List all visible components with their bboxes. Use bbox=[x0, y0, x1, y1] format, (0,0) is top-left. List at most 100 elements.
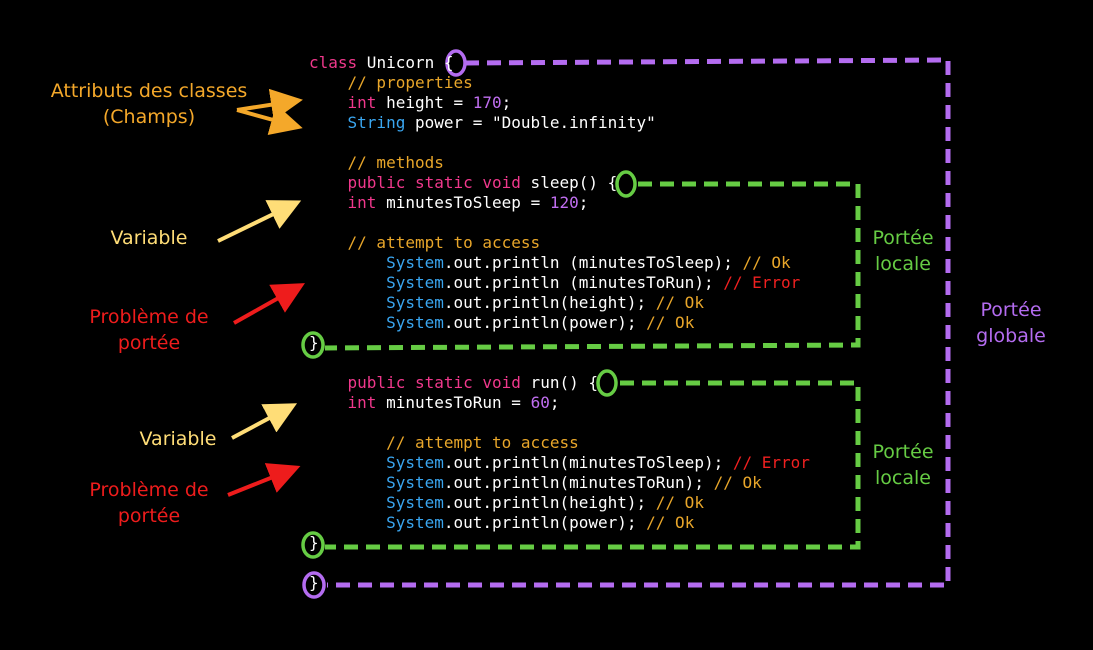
code-line: int minutesToRun = 60; bbox=[309, 393, 559, 412]
code-token: System bbox=[309, 453, 444, 472]
code-line: int minutesToSleep = 120; bbox=[309, 193, 588, 212]
code-token: } bbox=[309, 573, 319, 592]
code-line: System.out.println(power); // Ok bbox=[309, 313, 695, 332]
code-token: { bbox=[588, 373, 598, 392]
code-line: public static void run() { bbox=[309, 373, 598, 392]
code-token: 60 bbox=[531, 393, 550, 412]
portee-globale-line2: globale bbox=[976, 325, 1046, 347]
code-block: class Unicorn { // properties int height… bbox=[309, 53, 810, 592]
code-line: System.out.println(minutesToRun); // Ok bbox=[309, 473, 762, 492]
variable-1-label: Variable bbox=[111, 227, 188, 249]
attributs-label-line1: Attributs des classes bbox=[51, 80, 248, 102]
code-token: System bbox=[309, 473, 444, 492]
code-token: { bbox=[444, 53, 454, 72]
code-token: .out.println (minutesToSleep); bbox=[444, 253, 743, 272]
code-token: run() bbox=[521, 373, 588, 392]
code-token: String bbox=[309, 113, 405, 132]
code-token: System bbox=[309, 293, 444, 312]
code-token: int bbox=[309, 393, 376, 412]
code-token: minutesToSleep = bbox=[376, 193, 549, 212]
probleme-2-label-line2: portée bbox=[118, 505, 180, 527]
attributs-label-line2: (Champs) bbox=[103, 106, 195, 128]
code-line: // properties bbox=[309, 73, 473, 92]
code-token: .out.println(height); bbox=[444, 493, 656, 512]
code-line: class Unicorn { bbox=[309, 53, 454, 72]
code-token: // Ok bbox=[646, 513, 695, 532]
code-token: ; bbox=[502, 93, 512, 112]
global-open-brace-circle bbox=[445, 49, 467, 77]
code-token: } bbox=[309, 533, 319, 552]
code-token: System bbox=[309, 253, 444, 272]
code-line: } bbox=[309, 533, 319, 552]
code-token: ; bbox=[579, 193, 589, 212]
global-close-brace-circle bbox=[302, 571, 326, 599]
code-token: { bbox=[608, 173, 618, 192]
portee-locale-1-line2: locale bbox=[875, 253, 931, 275]
local-scope-2-outline bbox=[325, 380, 861, 550]
code-token: power = "Double.infinity" bbox=[405, 113, 655, 132]
code-token: int bbox=[309, 193, 376, 212]
code-token: 170 bbox=[473, 93, 502, 112]
code-token: Unicorn bbox=[357, 53, 444, 72]
code-token: System bbox=[309, 273, 444, 292]
code-line: System.out.println(height); // Ok bbox=[309, 493, 704, 512]
local-1-open-brace-circle bbox=[615, 170, 637, 198]
local-2-open-brace-circle bbox=[596, 369, 618, 397]
code-token: class bbox=[309, 53, 357, 72]
portee-locale-2-line1: Portée bbox=[872, 441, 933, 463]
code-token: // attempt to access bbox=[309, 433, 579, 452]
code-line: } bbox=[309, 573, 319, 592]
code-token: } bbox=[309, 333, 319, 352]
code-token: // methods bbox=[309, 153, 444, 172]
code-token: // Ok bbox=[742, 253, 791, 272]
code-token: // Ok bbox=[656, 293, 705, 312]
code-line: System.out.println (minutesToRun); // Er… bbox=[309, 273, 801, 292]
code-line: // attempt to access bbox=[309, 233, 540, 252]
code-line: System.out.println(height); // Ok bbox=[309, 293, 704, 312]
probleme-1-label-line2: portée bbox=[118, 332, 180, 354]
code-line: int height = 170; bbox=[309, 93, 511, 112]
local-scope-1-outline bbox=[324, 181, 861, 351]
variable-1-arrow bbox=[217, 200, 302, 243]
portee-locale-1-line1: Portée bbox=[872, 227, 933, 249]
probleme-2-arrow bbox=[227, 463, 301, 497]
portee-locale-2-line2: locale bbox=[875, 467, 931, 489]
code-token: // Ok bbox=[656, 493, 705, 512]
attributs-arrow-1 bbox=[236, 88, 303, 121]
code-token: // Ok bbox=[646, 313, 695, 332]
code-line: // methods bbox=[309, 153, 444, 172]
code-token: System bbox=[309, 313, 444, 332]
code-line: System.out.println (minutesToSleep); // … bbox=[309, 253, 791, 272]
code-token: int bbox=[309, 93, 376, 112]
code-token: 120 bbox=[550, 193, 579, 212]
code-token: System bbox=[309, 513, 444, 532]
local-1-close-brace-circle bbox=[301, 331, 325, 359]
code-token: .out.println(minutesToRun); bbox=[444, 473, 714, 492]
code-line: System.out.println(minutesToSleep); // E… bbox=[309, 453, 810, 472]
code-token: .out.println(power); bbox=[444, 313, 646, 332]
code-token: public static void bbox=[309, 373, 521, 392]
code-token: ; bbox=[550, 393, 560, 412]
code-line: public static void sleep() { bbox=[309, 173, 617, 192]
code-token: minutesToRun = bbox=[376, 393, 530, 412]
probleme-2-label-line1: Problème de bbox=[89, 479, 208, 501]
variable-2-arrow bbox=[231, 403, 298, 440]
code-token: .out.println(power); bbox=[444, 513, 646, 532]
code-line: String power = "Double.infinity" bbox=[309, 113, 656, 132]
attributs-arrow-2 bbox=[236, 104, 303, 136]
code-token: .out.println (minutesToRun); bbox=[444, 273, 723, 292]
code-token: System bbox=[309, 493, 444, 512]
code-line: // attempt to access bbox=[309, 433, 579, 452]
code-token: // Error bbox=[733, 453, 810, 472]
code-line: } bbox=[309, 333, 319, 352]
probleme-1-label-line1: Problème de bbox=[89, 306, 208, 328]
code-token: .out.println(minutesToSleep); bbox=[444, 453, 733, 472]
portee-globale-line1: Portée bbox=[980, 299, 1041, 321]
code-token: // Error bbox=[723, 273, 800, 292]
variable-2-label: Variable bbox=[140, 428, 217, 450]
code-token: .out.println(height); bbox=[444, 293, 656, 312]
code-token: height = bbox=[376, 93, 472, 112]
local-2-close-brace-circle bbox=[301, 531, 325, 559]
code-token: // Ok bbox=[714, 473, 763, 492]
